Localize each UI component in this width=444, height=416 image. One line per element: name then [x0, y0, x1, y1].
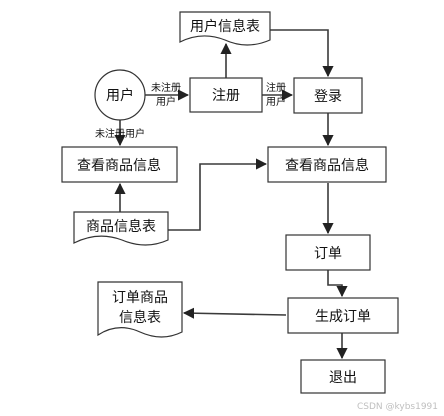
view-goods-right-node	[267, 146, 387, 183]
user-node	[94, 69, 146, 121]
generate-order-label: 生成订单	[315, 309, 371, 325]
edge-label-registered-2: 用户	[266, 95, 286, 108]
edge-usertable-login	[270, 29, 334, 78]
order-goods-table-node	[97, 281, 183, 338]
goods-table-node	[73, 211, 169, 246]
view-goods-left-label: 查看商品信息	[77, 157, 161, 174]
login-node	[293, 77, 363, 114]
edge-label-registered-1: 注册	[266, 81, 286, 94]
order-goods-table-label-2: 信息表	[119, 309, 161, 326]
exit-label: 退出	[329, 370, 357, 386]
register-label: 注册	[212, 88, 240, 104]
view-goods-left-node	[61, 146, 178, 183]
goods-table-label: 商品信息表	[86, 218, 156, 235]
user-table-label: 用户信息表	[190, 18, 260, 35]
edge-label-unregistered-user: 未注册用户	[95, 127, 145, 140]
edge-goodstable-view-right	[168, 158, 268, 231]
edge-label-unregistered-1: 未注册	[151, 81, 181, 94]
register-node	[189, 77, 263, 113]
user-table-node	[179, 11, 271, 46]
edge-label-unregistered-2: 用户	[156, 95, 176, 108]
watermark: CSDN @kybs1991	[357, 402, 438, 412]
order-node	[285, 234, 371, 271]
user-label: 用户	[106, 87, 134, 104]
order-label: 订单	[314, 246, 342, 262]
exit-node	[300, 359, 386, 394]
edge-generate-ordertable	[182, 307, 287, 319]
order-goods-table-label-1: 订单商品	[112, 290, 168, 306]
generate-order-node	[287, 297, 399, 334]
edge-order-generate	[327, 270, 348, 298]
login-label: 登录	[314, 89, 342, 105]
view-goods-right-label: 查看商品信息	[285, 157, 369, 174]
